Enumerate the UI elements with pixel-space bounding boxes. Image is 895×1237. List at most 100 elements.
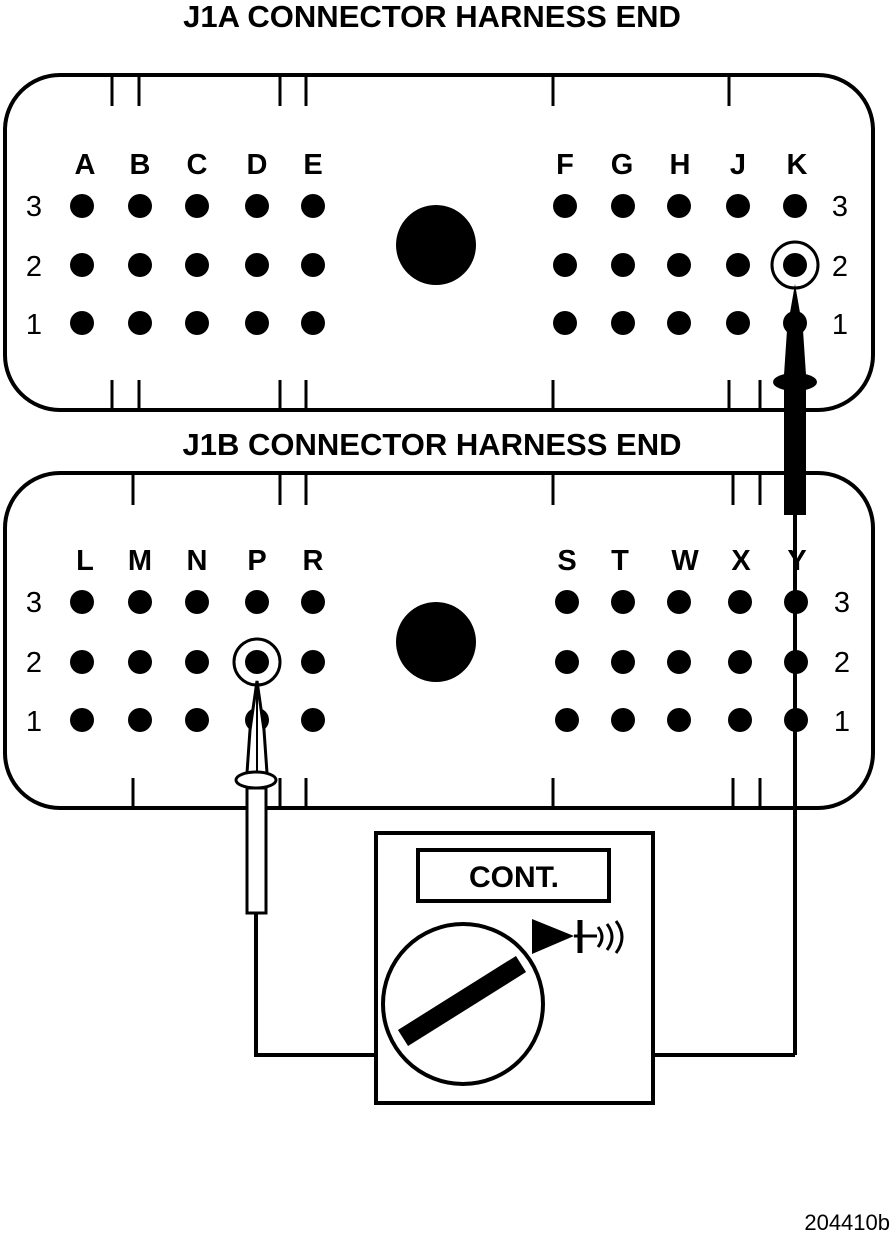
j1b-row-label-right-1: 1 — [834, 706, 850, 738]
j1b-row-label-right-2: 2 — [834, 647, 850, 679]
j1b-title: J1B CONNECTOR HARNESS END — [183, 427, 682, 462]
j1a-pin-a3 — [70, 194, 94, 218]
j1b-pin-p2 — [245, 650, 269, 674]
j1a-key-marks — [110, 75, 762, 410]
j1a-center-post — [396, 205, 476, 285]
j1a-pin-d3 — [245, 194, 269, 218]
j1b-col-label-s: S — [557, 545, 576, 577]
j1a-col-label-b: B — [130, 149, 151, 181]
j1a-col-label-e: E — [303, 149, 322, 181]
j1a-pin-g2 — [611, 253, 635, 277]
probe-lead-right — [653, 284, 817, 1057]
j1a-pin-b3 — [128, 194, 152, 218]
j1b-col-label-x: X — [731, 545, 751, 577]
j1b-pin-t2 — [611, 650, 635, 674]
j1a-pin-c1 — [185, 311, 209, 335]
j1b-pin-m1 — [128, 708, 152, 732]
j1a-col-label-h: H — [670, 149, 691, 181]
probe-left-wire — [254, 913, 376, 1057]
j1b-row-label-left-1: 1 — [26, 706, 42, 738]
j1a-col-label-g: G — [611, 149, 634, 181]
j1a-col-label-d: D — [247, 149, 268, 181]
j1b-pin-r3 — [301, 590, 325, 614]
j1b-row-label-left-2: 2 — [26, 647, 42, 679]
j1b-pin-r2 — [301, 650, 325, 674]
j1a-col-label-c: C — [187, 149, 208, 181]
j1b-row-label-right-3: 3 — [834, 587, 850, 619]
figure-number: 204410b — [804, 1210, 890, 1235]
probe-left-guard — [234, 770, 278, 790]
j1a-col-label-a: A — [75, 149, 96, 181]
probe-right-handle — [784, 388, 806, 515]
j1b-pin-x1 — [728, 708, 752, 732]
j1a-pin-e3 — [301, 194, 325, 218]
j1a-pin-grid — [70, 194, 807, 335]
j1a-row-label-right-3: 3 — [832, 191, 848, 223]
j1a-row-label-right-2: 2 — [832, 251, 848, 283]
j1a-pin-f3 — [553, 194, 577, 218]
j1b-pin-s2 — [555, 650, 579, 674]
j1b-pin-grid — [70, 590, 808, 732]
j1a-col-label-f: F — [556, 149, 574, 181]
j1b-col-label-w: W — [671, 545, 699, 577]
j1b-pin-l3 — [70, 590, 94, 614]
j1b-pin-n1 — [185, 708, 209, 732]
j1b-col-label-p: P — [247, 545, 266, 577]
j1a-pin-a2 — [70, 253, 94, 277]
j1a-pin-h3 — [667, 194, 691, 218]
j1a-pin-c2 — [185, 253, 209, 277]
j1b-col-label-m: M — [128, 545, 152, 577]
j1b-pin-w3 — [667, 590, 691, 614]
j1a-title: J1A CONNECTOR HARNESS END — [183, 0, 681, 34]
j1a-pin-f2 — [553, 253, 577, 277]
j1a-col-label-j: J — [730, 149, 746, 181]
j1b-pin-m3 — [128, 590, 152, 614]
j1a-connector: A B C D E F G H J K 3 2 1 3 2 1 — [3, 73, 875, 412]
j1a-pin-b1 — [128, 311, 152, 335]
j1a-pin-a1 — [70, 311, 94, 335]
j1a-pin-d1 — [245, 311, 269, 335]
j1a-pin-d2 — [245, 253, 269, 277]
j1b-pin-n2 — [185, 650, 209, 674]
j1a-housing — [3, 73, 875, 412]
probe-right-guard — [773, 373, 817, 391]
j1b-pin-n3 — [185, 590, 209, 614]
j1b-pin-s1 — [555, 708, 579, 732]
j1b-pin-m2 — [128, 650, 152, 674]
j1b-pin-p3 — [245, 590, 269, 614]
probe-lead-left — [234, 680, 376, 1057]
j1a-row-label-right-1: 1 — [832, 309, 848, 341]
j1b-pin-r1 — [301, 708, 325, 732]
j1b-pin-x2 — [728, 650, 752, 674]
multimeter: CONT. — [374, 831, 655, 1105]
j1b-center-post — [396, 602, 476, 682]
j1b-pin-t3 — [611, 590, 635, 614]
j1b-pin-t1 — [611, 708, 635, 732]
j1a-pin-k3 — [783, 194, 807, 218]
j1b-col-label-l: L — [76, 545, 94, 577]
continuity-diode-icon — [532, 919, 624, 954]
j1a-pin-g1 — [611, 311, 635, 335]
j1a-row-label-left-1: 1 — [26, 309, 42, 341]
j1a-pin-e2 — [301, 253, 325, 277]
j1b-col-label-t: T — [611, 545, 629, 577]
multimeter-mode-label: CONT. — [469, 861, 559, 894]
j1b-pin-l1 — [70, 708, 94, 732]
j1a-pin-f1 — [553, 311, 577, 335]
j1b-row-label-left-3: 3 — [26, 587, 42, 619]
j1a-pin-g3 — [611, 194, 635, 218]
j1a-pin-e1 — [301, 311, 325, 335]
selector-pointer — [397, 955, 527, 1047]
j1a-row-label-left-2: 2 — [26, 251, 42, 283]
j1b-pin-l2 — [70, 650, 94, 674]
j1a-col-label-k: K — [787, 149, 808, 181]
probe-right-tip — [784, 284, 806, 375]
j1b-pin-w1 — [667, 708, 691, 732]
multimeter-display — [416, 848, 611, 903]
j1a-pin-h1 — [667, 311, 691, 335]
j1a-pin-h2 — [667, 253, 691, 277]
j1a-pin-c3 — [185, 194, 209, 218]
j1b-key-marks — [131, 473, 762, 808]
j1a-pin-j2 — [726, 253, 750, 277]
